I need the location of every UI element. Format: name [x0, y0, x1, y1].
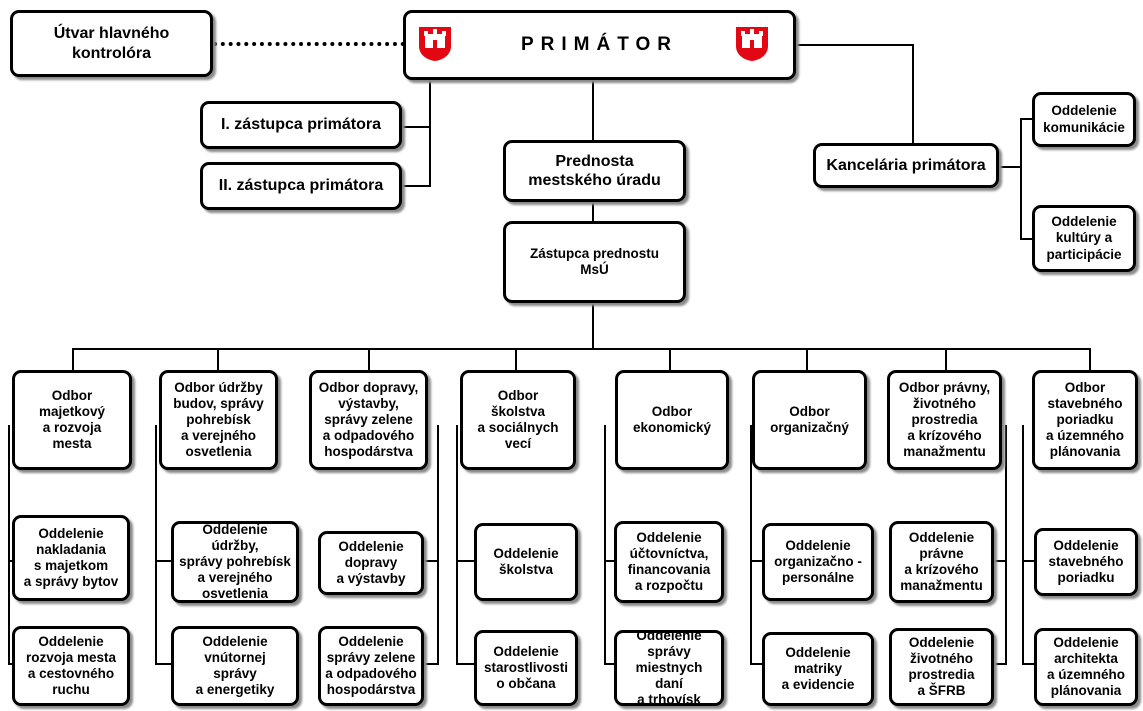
odbor-box: Odbor majetkový a rozvoja mesta	[12, 370, 132, 470]
oddelenie-box: Oddelenie organizačno - personálne	[762, 523, 874, 601]
kultura-box: Oddelenie kultúry a participácie	[1032, 205, 1136, 272]
primator-box: PRIMÁTOR	[403, 10, 796, 80]
line	[1089, 348, 1091, 370]
oddelenie-box: Oddelenie rozvoja mesta a cestovného ruc…	[12, 626, 130, 706]
line	[1020, 118, 1022, 240]
line	[1022, 425, 1024, 665]
zastupca-prednostu-box: Zástupca prednostu MsÚ	[503, 221, 686, 303]
oddelenie-box: Oddelenie právne a krízového manažmentu	[889, 521, 994, 603]
primator-title: PRIMÁTOR	[521, 33, 678, 55]
line	[750, 560, 762, 562]
line	[796, 44, 914, 46]
line	[8, 663, 14, 665]
odbor-box: Odbor údržby budov, správy pohrebísk a v…	[159, 370, 278, 470]
oddelenie-box: Oddelenie údržby, správy pohrebísk a ver…	[171, 521, 299, 603]
zastupca2-box: II. zástupca primátora	[200, 162, 402, 210]
line	[401, 126, 431, 128]
line	[424, 560, 439, 562]
line	[217, 348, 219, 370]
main-bus-line	[72, 348, 1090, 350]
line	[750, 663, 762, 665]
line	[912, 44, 914, 146]
line	[669, 348, 671, 370]
city-crest-icon	[736, 27, 768, 61]
line	[456, 663, 474, 665]
line	[592, 303, 594, 350]
line	[72, 348, 74, 370]
zastupca1-box: I. zástupca primátora	[200, 101, 402, 149]
line	[456, 425, 458, 665]
line	[368, 348, 370, 370]
line	[429, 80, 431, 187]
line	[8, 425, 10, 665]
oddelenie-box: Oddelenie správy miestnych daní a trhoví…	[614, 628, 724, 707]
oddelenie-box: Oddelenie vnútornej správy a energetiky	[171, 626, 299, 706]
line	[155, 425, 157, 665]
oddelenie-box: Oddelenie matriky a evidencie	[762, 632, 874, 706]
odbor-box: Odbor organizačný	[752, 370, 867, 470]
line	[592, 80, 594, 142]
line	[456, 560, 474, 562]
komunikacia-box: Oddelenie komunikácie	[1032, 92, 1136, 147]
line	[806, 348, 808, 370]
oddelenie-box: Oddelenie správy zelene a odpadového hos…	[318, 626, 424, 706]
kontrolor-dotted-line	[213, 42, 405, 46]
line	[750, 425, 752, 665]
odbor-box: Odbor stavebného poriadku a územného plá…	[1032, 370, 1138, 470]
line	[994, 663, 1007, 665]
line	[604, 425, 606, 665]
oddelenie-box: Oddelenie účtovníctva, financovania a ro…	[614, 521, 724, 603]
odbor-box: Odbor školstva a sociálnych vecí	[460, 370, 576, 470]
oddelenie-box: Oddelenie dopravy a výstavby	[318, 531, 424, 595]
odbor-box: Odbor dopravy, výstavby, správy zelene a…	[309, 370, 428, 470]
line	[945, 348, 947, 370]
line	[1020, 238, 1032, 240]
line	[592, 200, 594, 222]
line	[437, 425, 439, 665]
prednosta-box: Prednosta mestského úradu	[503, 140, 686, 202]
line	[1020, 118, 1032, 120]
line	[999, 166, 1022, 168]
line	[401, 185, 431, 187]
oddelenie-box: Oddelenie architekta a územného plánovan…	[1034, 628, 1138, 706]
kontrolor-box: Útvar hlavného kontrolóra	[10, 10, 213, 77]
city-crest-icon	[419, 27, 451, 61]
line	[8, 560, 14, 562]
line	[424, 663, 439, 665]
oddelenie-box: Oddelenie stavebného poriadku	[1034, 528, 1138, 596]
odbor-box: Odbor právny, životného prostredia a krí…	[887, 370, 1002, 470]
oddelenie-box: Oddelenie životného prostredia a ŠFRB	[889, 628, 994, 706]
line	[1022, 560, 1034, 562]
line	[604, 560, 614, 562]
oddelenie-box: Oddelenie starostlivosti o občana	[474, 630, 578, 706]
oddelenie-box: Oddelenie nakladania s majetkom a správy…	[12, 515, 130, 601]
line	[604, 663, 614, 665]
line	[1022, 663, 1034, 665]
line	[994, 560, 1007, 562]
oddelenie-box: Oddelenie školstva	[474, 523, 578, 601]
line	[1005, 425, 1007, 665]
odbor-box: Odbor ekonomický	[615, 370, 729, 470]
line	[155, 560, 171, 562]
line	[155, 663, 171, 665]
kancelaria-box: Kancelária primátora	[813, 143, 999, 188]
line	[515, 348, 517, 370]
